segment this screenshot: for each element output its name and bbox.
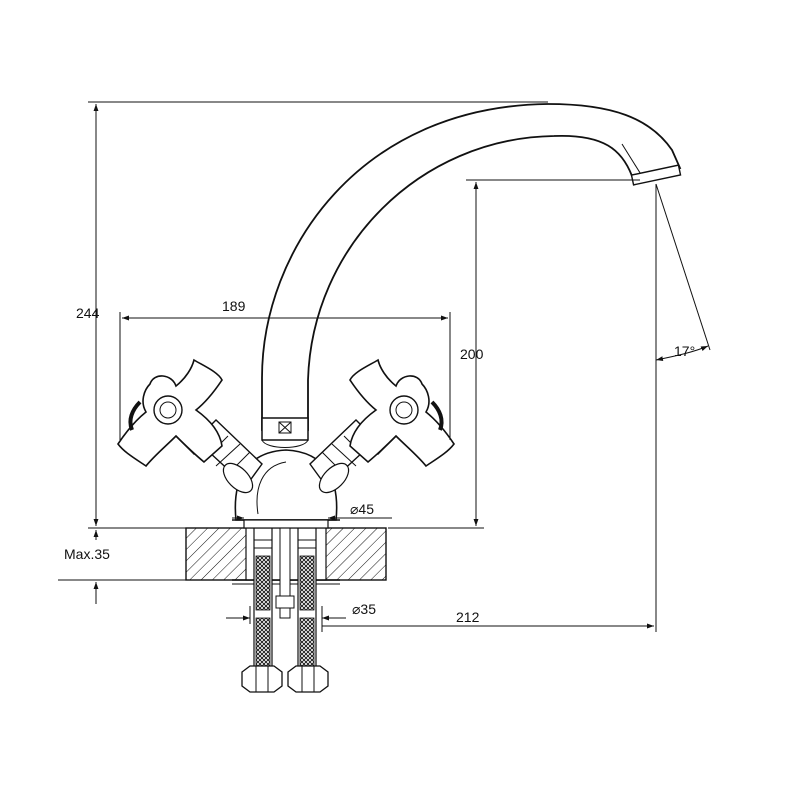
dimension-lines (58, 101, 711, 632)
supply-hoses (241, 527, 329, 693)
right-valve-handle (309, 358, 455, 494)
left-valve-handle (117, 358, 263, 494)
dim-spout-angle: 17° (674, 343, 695, 359)
dim-base-diameter: ⌀45 (350, 501, 374, 517)
dim-max-deck: Max.35 (64, 546, 110, 562)
dim-spout-reach: 212 (456, 609, 480, 625)
dim-total-height: 244 (76, 305, 100, 321)
dim-spout-height: 200 (460, 346, 484, 362)
dim-hose-diameter: ⌀35 (352, 601, 376, 617)
faucet-body (232, 449, 340, 529)
spout (261, 103, 682, 448)
dim-handle-span: 189 (222, 298, 246, 314)
